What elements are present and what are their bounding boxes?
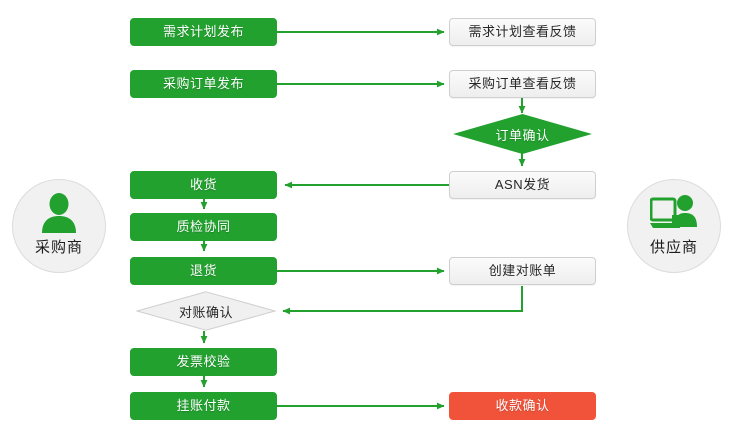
person-icon [40, 192, 78, 234]
node-return-goods[interactable]: 退货 [130, 257, 277, 285]
node-demand-plan-publish[interactable]: 需求计划发布 [130, 18, 277, 46]
node-order-confirm[interactable]: 订单确认 [453, 114, 592, 154]
node-payable-payment[interactable]: 挂账付款 [130, 392, 277, 420]
node-invoice-verify[interactable]: 发票校验 [130, 348, 277, 376]
node-receive-goods[interactable]: 收货 [130, 171, 277, 199]
node-payment-confirm[interactable]: 收款确认 [449, 392, 596, 420]
node-create-statement[interactable]: 创建对账单 [449, 257, 596, 285]
node-reconcile-confirm-label: 对账确认 [178, 304, 233, 320]
node-asn-ship[interactable]: ASN发货 [449, 171, 596, 199]
actor-supplier-label: 供应商 [649, 239, 698, 256]
actor-buyer-label: 采购商 [34, 239, 83, 256]
person-at-computer-icon [650, 192, 698, 234]
edge-statement-to-reconcile [282, 286, 523, 315]
actor-supplier[interactable]: 供应商 [627, 179, 721, 273]
node-po-publish[interactable]: 采购订单发布 [130, 70, 277, 98]
actor-buyer[interactable]: 采购商 [12, 179, 106, 273]
node-quality-collab[interactable]: 质检协同 [130, 213, 277, 241]
node-demand-plan-feedback[interactable]: 需求计划查看反馈 [449, 18, 596, 46]
node-po-feedback[interactable]: 采购订单查看反馈 [449, 70, 596, 98]
node-order-confirm-label: 订单确认 [495, 127, 550, 143]
node-reconcile-confirm[interactable]: 对账确认 [136, 291, 276, 331]
